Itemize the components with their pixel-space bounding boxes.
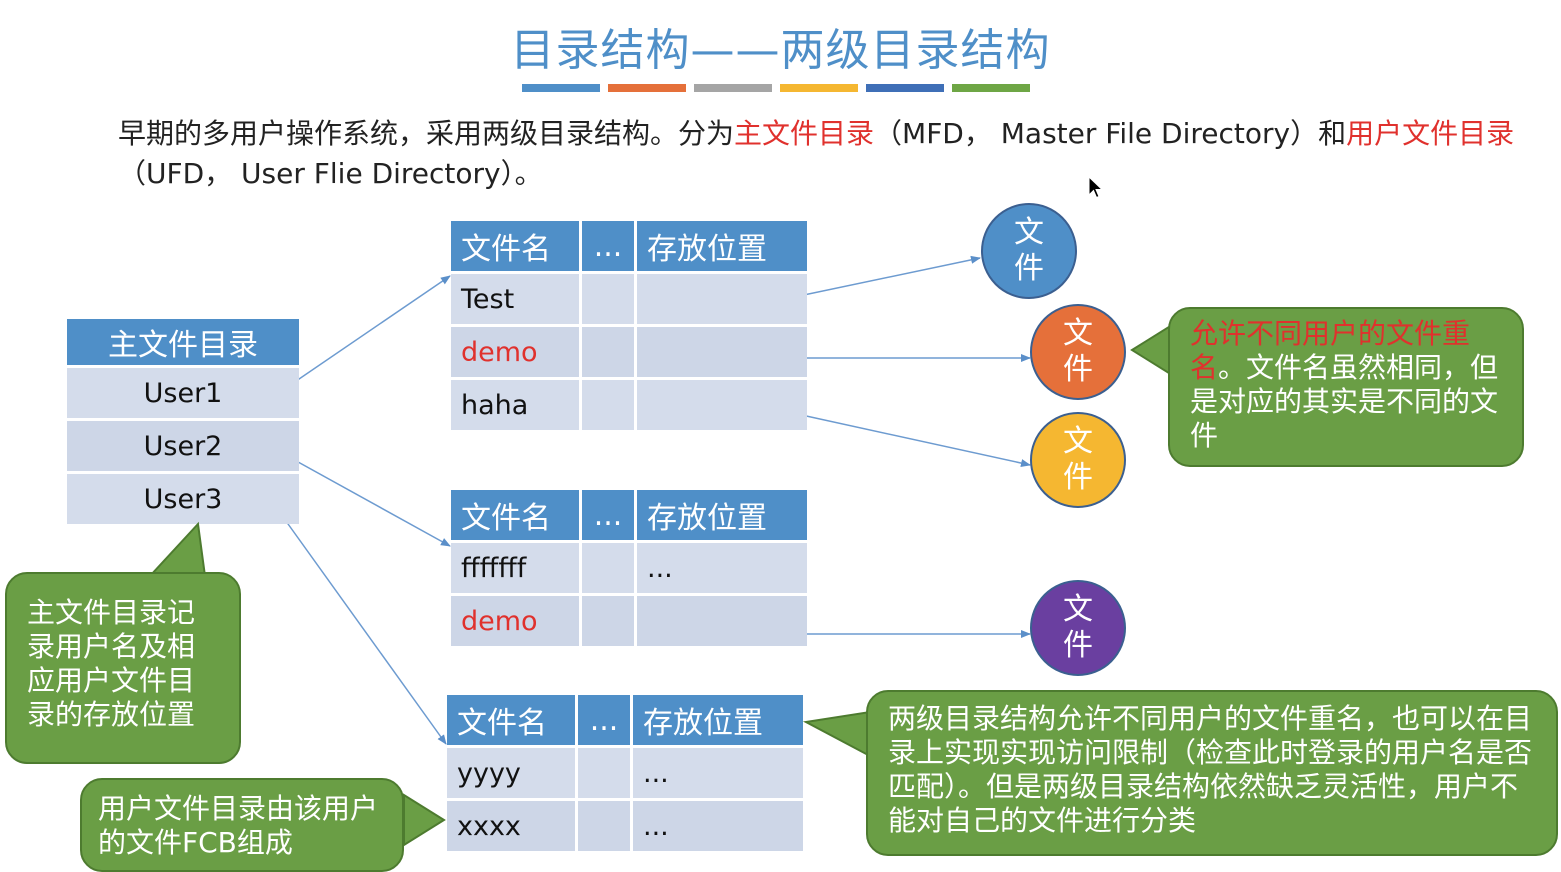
- ufd-callout-text: 用户文件目录由该用户的文件FCB组成: [98, 792, 379, 859]
- summary-callout: 两级目录结构允许不同用户的文件重名，也可以在目录上实现实现访问限制（检查此时登录…: [866, 690, 1558, 856]
- table-row: yyyy ...: [447, 748, 803, 798]
- intro-part2: （MFD， Master File Directory）和: [874, 117, 1347, 150]
- mfd-user2: User2: [67, 421, 299, 471]
- mfd-user1: User1: [67, 368, 299, 418]
- color-bar-4: [780, 84, 858, 92]
- color-bar-5: [866, 84, 944, 92]
- intro-part3: （UFD， User Flie Directory）。: [118, 157, 543, 190]
- ufd3-header-dots: ...: [578, 695, 630, 745]
- ufd1-row3-name: haha: [451, 380, 579, 430]
- arrow-haha-file: [787, 411, 1031, 467]
- ufd1-header-dots: ...: [582, 221, 634, 271]
- ufd3-header-name: 文件名: [447, 695, 575, 745]
- master-file-directory-table: 主文件目录 User1 User2 User3: [64, 316, 302, 527]
- color-bar-3: [694, 84, 772, 92]
- ufd3-row1-dots: [578, 748, 630, 798]
- rename-callout: 允许不同用户的文件重名。文件名虽然相同，但是对应的其实是不同的文件: [1168, 307, 1524, 467]
- arrow-user2-ufd2: [279, 451, 451, 547]
- arrow-user3-ufd3: [277, 509, 447, 745]
- ufd1-row2-dots: [582, 327, 634, 377]
- file-circle-char1: 文: [1063, 424, 1093, 459]
- pointer-ufd-callout: [403, 793, 446, 847]
- ufd2-row2-name: demo: [451, 596, 579, 646]
- ufd1-row1-loc: [637, 274, 807, 324]
- pointer-mfd-callout: [147, 521, 207, 577]
- summary-callout-text: 两级目录结构允许不同用户的文件重名，也可以在目录上实现实现访问限制（检查此时登录…: [888, 702, 1533, 837]
- intro-paragraph: 早期的多用户操作系统，采用两级目录结构。分为主文件目录（MFD， Master …: [118, 114, 1518, 194]
- file-circle-char2: 件: [1014, 251, 1044, 286]
- intro-ufd-term: 用户文件目录: [1346, 117, 1515, 150]
- rename-callout-highlight: 允许不同用户的文件重名: [1190, 317, 1471, 384]
- mfd-header: 主文件目录: [67, 319, 299, 365]
- ufd3-row2-loc: ...: [633, 801, 803, 851]
- ufd1-header-name: 文件名: [451, 221, 579, 271]
- user3-file-directory-table: 文件名 ... 存放位置 yyyy ... xxxx ...: [444, 692, 806, 854]
- file-circle-char1: 文: [1014, 215, 1044, 250]
- ufd1-header-location: 存放位置: [637, 221, 807, 271]
- ufd1-row2-name: demo: [451, 327, 579, 377]
- page-title: 目录结构——两级目录结构: [510, 25, 1051, 76]
- file-circle-char1: 文: [1063, 592, 1093, 627]
- arrow-user1-ufd1: [279, 275, 451, 393]
- ufd3-header-location: 存放位置: [633, 695, 803, 745]
- ufd2-row1-name: fffffff: [451, 543, 579, 593]
- rename-callout-text: 。文件名虽然相同，但是对应的其实是不同的文件: [1190, 351, 1499, 452]
- ufd2-header-location: 存放位置: [637, 490, 807, 540]
- color-bar-2: [608, 84, 686, 92]
- table-row: demo: [451, 327, 807, 377]
- mfd-user3: User3: [67, 474, 299, 524]
- table-row: Test: [451, 274, 807, 324]
- mouse-cursor-icon: [1088, 176, 1104, 199]
- table-row: fffffff ...: [451, 543, 807, 593]
- ufd1-row1-name: Test: [451, 274, 579, 324]
- file-circle-purple: 文 件: [1030, 580, 1126, 676]
- arrow-test-file: [779, 255, 981, 301]
- pointer-rename-callout: [1130, 323, 1173, 377]
- ufd3-row1-loc: ...: [633, 748, 803, 798]
- ufd2-header-name: 文件名: [451, 490, 579, 540]
- file-circle-orange: 文 件: [1030, 304, 1126, 400]
- table-row: xxxx ...: [447, 801, 803, 851]
- ufd-callout: 用户文件目录由该用户的文件FCB组成: [80, 778, 404, 872]
- pointer-summary-callout: [802, 710, 871, 758]
- ufd3-row2-dots: [578, 801, 630, 851]
- ufd2-row1-dots: [582, 543, 634, 593]
- ufd3-row1-name: yyyy: [447, 748, 575, 798]
- color-bar-1: [522, 84, 600, 92]
- table-row: haha: [451, 380, 807, 430]
- file-circle-yellow: 文 件: [1030, 412, 1126, 508]
- table-row: demo: [451, 596, 807, 646]
- color-bar-6: [952, 84, 1030, 92]
- ufd2-row1-loc: ...: [637, 543, 807, 593]
- intro-mfd-term: 主文件目录: [734, 117, 875, 150]
- ufd1-row3-loc: [637, 380, 807, 430]
- user1-file-directory-table: 文件名 ... 存放位置 Test demo haha: [448, 218, 810, 433]
- file-circle-blue: 文 件: [981, 203, 1077, 299]
- intro-part1: 早期的多用户操作系统，采用两级目录结构。分为: [118, 117, 735, 150]
- mfd-callout-text: 主文件目录记录用户名及相应用户文件目录的存放位置: [27, 596, 196, 731]
- ufd1-row1-dots: [582, 274, 634, 324]
- ufd1-row3-dots: [582, 380, 634, 430]
- title-color-bars: [522, 84, 1030, 92]
- mfd-callout: 主文件目录记录用户名及相应用户文件目录的存放位置: [5, 572, 241, 764]
- file-circle-char1: 文: [1063, 316, 1093, 351]
- ufd2-row2-dots: [582, 596, 634, 646]
- file-circle-char2: 件: [1063, 352, 1093, 387]
- ufd1-row2-loc: [637, 327, 807, 377]
- ufd3-row2-name: xxxx: [447, 801, 575, 851]
- file-circle-char2: 件: [1063, 460, 1093, 495]
- user2-file-directory-table: 文件名 ... 存放位置 fffffff ... demo: [448, 487, 810, 649]
- ufd2-header-dots: ...: [582, 490, 634, 540]
- file-circle-char2: 件: [1063, 628, 1093, 663]
- ufd2-row2-loc: [637, 596, 807, 646]
